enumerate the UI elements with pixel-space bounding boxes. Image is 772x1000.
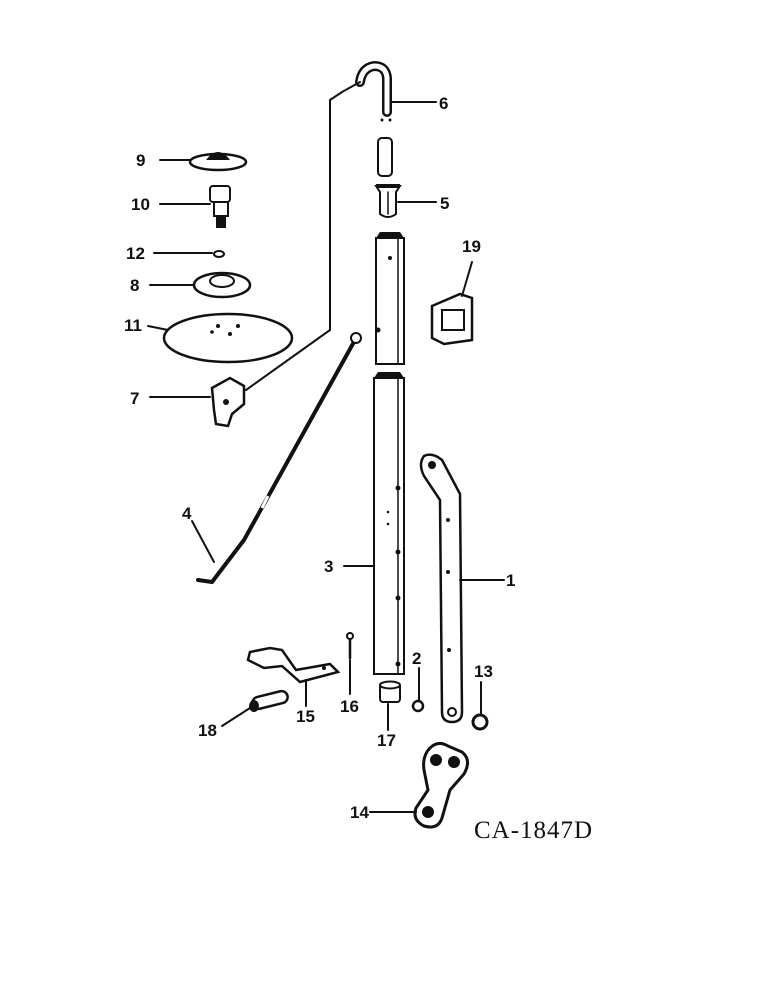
part-7-clamp [210,376,246,428]
callout-1: 1 [506,571,515,590]
part-8-flange [192,271,252,299]
part-13-nut [471,713,489,731]
callout-2: 2 [412,649,421,668]
drawing-code: CA-1847D [474,817,593,844]
part-5-collar [374,184,402,218]
part-3-lower-tube [373,372,405,675]
part-11-disc [162,312,294,364]
part-17-bushing [379,680,401,703]
part-10-fitting [209,185,231,228]
callout-4: 4 [182,504,192,523]
callout-12: 12 [126,244,145,263]
callout-18: 18 [198,721,217,740]
callout-15: 15 [296,707,315,726]
callout-11: 11 [124,316,142,335]
callout-19: 19 [462,237,481,256]
part-14-bracket [413,741,469,829]
callout-8: 8 [130,276,139,295]
callout-7: 7 [130,389,139,408]
part-2-nut [411,699,425,713]
part-15-bracket [246,646,341,684]
callout-9: 9 [136,151,145,170]
callout-17: 17 [377,731,396,750]
part-18-bolt [249,689,289,712]
callout-14: 14 [350,803,369,822]
part-9-cap [188,152,248,172]
callout-16: 16 [340,697,359,716]
callout-5: 5 [440,194,449,213]
callout-10: 10 [131,195,150,214]
part-4-diagonal-rod [196,332,362,584]
leader-7-rod [245,329,331,391]
callout-13: 13 [474,662,493,681]
part-1-bar [419,453,464,724]
part-12-washer [213,250,225,258]
callout-3: 3 [324,557,333,576]
part-6-top-rod [355,61,393,177]
part-3-upper-tube [375,232,405,365]
leader-lines [147,101,505,813]
callout-labels: 6 5 9 10 12 8 11 7 19 3 1 4 2 13 16 15 1… [124,94,515,822]
part-16-pin [346,632,354,660]
part-19-bracket [430,292,474,346]
link-rod [329,81,361,331]
callout-6: 6 [439,94,448,113]
